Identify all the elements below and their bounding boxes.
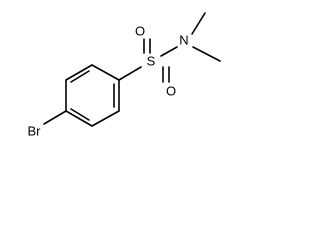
bromine-label: Br <box>28 124 42 139</box>
ring-bromine-bond <box>43 110 67 125</box>
nitrogen-label: N <box>179 33 188 48</box>
oxygen-bottom-label: O <box>166 84 176 99</box>
nitrogen-methyl-up-bond <box>191 12 206 35</box>
ring-inner-bond-2 <box>70 108 90 121</box>
ring-inner-bond-3 <box>70 70 90 83</box>
ring-bond-4 <box>65 110 93 127</box>
oxygen-top-label: O <box>135 24 145 39</box>
ring-sulfur-bond <box>118 66 142 81</box>
ring-bond-1 <box>91 64 120 81</box>
sulfur-label: S <box>147 54 156 69</box>
ring-bond-6 <box>65 64 93 81</box>
sulfur-nitrogen-bond <box>160 46 178 57</box>
ring-bond-3 <box>91 110 120 127</box>
structure-canvas: Br S O O N <box>0 0 226 152</box>
structure-drawing: Br S O O N <box>28 12 221 139</box>
benzene-ring <box>65 64 120 127</box>
nitrogen-methyl-right-bond <box>192 46 221 62</box>
